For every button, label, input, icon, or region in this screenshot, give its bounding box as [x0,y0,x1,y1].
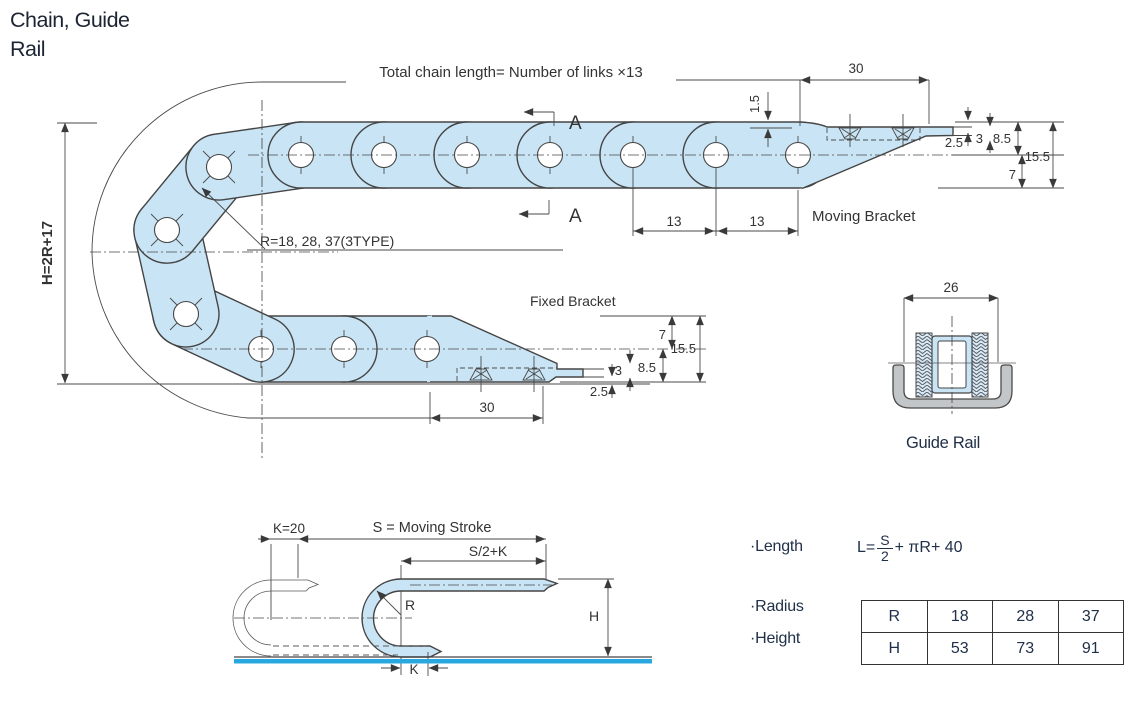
table-row: H 53 73 91 [861,632,1124,665]
bend-radius-label: R [405,597,415,613]
stroke-label: S = Moving Stroke [373,520,492,536]
length-label: ·Length [750,538,803,555]
moving-bracket [799,114,972,190]
section-marker-bottom [518,200,550,218]
radius-note-label: R=18, 28, 37(3TYPE) [260,233,394,249]
s2k-label: S/2+K [469,543,508,559]
radius-arrow [201,187,266,250]
radius-height-table: R 18 28 37 H 53 73 91 [861,600,1124,665]
page-title-line1: Chain, Guide [10,8,130,32]
total-length-label: Total chain length= Number of links ×13 [379,64,643,81]
page-title-line2: Rail [10,37,46,61]
svg-text:8.5: 8.5 [993,131,1011,146]
dim-30-top: 30 [799,61,930,126]
bolt-symbol [469,356,493,392]
section-label-bottom: A [569,206,582,227]
table-row: R 18 28 37 [861,600,1124,633]
formula-lhs: L= [857,539,876,556]
svg-text:30: 30 [479,400,494,415]
chain-side-wall-hatched [915,332,933,398]
moving-bracket-dims: 2.5 3 8.5 15.5 7 [938,107,1064,189]
section-marker-top [523,108,555,126]
guide-rail-section: 26 Guide Rail [888,280,1016,452]
table-cell: 73 [992,632,1059,665]
bolt-symbol [891,114,915,147]
k-dim-label: K [409,662,418,677]
svg-text:15.5: 15.5 [1025,149,1050,164]
svg-text:1.5: 1.5 [747,95,762,113]
table-cell: 37 [1057,600,1124,633]
bolt-symbol [838,114,862,147]
svg-text:2.5: 2.5 [945,135,963,150]
stroke-diagram: K=20 S = Moving Stroke S/2+K R [232,520,652,677]
table-cell: 28 [992,600,1059,633]
svg-text:13: 13 [749,214,764,229]
bolt-symbol [522,356,546,392]
dim-13-13: 13 13 [633,214,798,235]
formula-denominator: 2 [881,547,889,564]
svg-text:7: 7 [659,327,666,342]
svg-text:3: 3 [976,131,983,146]
formula-tail: + πR+ 40 [894,539,963,556]
radius-label: ·Radius [750,598,804,615]
svg-text:3: 3 [615,363,622,378]
height-equation-label: H=2R+17 [39,221,56,285]
dim-1-5: 1.5 [747,92,792,147]
dim-26: 26 [943,280,958,295]
table-cell: R [861,600,928,633]
table-cell: 53 [926,632,993,665]
svg-text:13: 13 [666,214,681,229]
fixed-bracket-dims: 7 15.5 8.5 3 2.5 30 [429,315,706,424]
table-cell: 91 [1057,632,1124,665]
section-label-top: A [569,113,582,134]
length-formula: L= S 2 + πR+ 40 [857,526,963,570]
page-title: Chain, Guide Rail [10,6,130,64]
guide-rail-label: Guide Rail [906,434,980,452]
rail-line [234,659,652,664]
table-cell: 18 [926,600,993,633]
chain-side-wall-hatched [971,332,989,398]
svg-text:2.5: 2.5 [590,384,608,399]
moving-bracket-label: Moving Bracket [812,208,916,225]
svg-text:15.5: 15.5 [671,341,696,356]
formula-numerator: S [877,532,893,549]
svg-text:8.5: 8.5 [638,360,656,375]
formula-fraction: S 2 [877,532,893,564]
fixed-bracket [427,315,604,392]
svg-text:30: 30 [848,61,863,76]
chain-profile-phantom [232,579,426,657]
u-channel [892,364,1013,409]
k20-label: K=20 [273,521,305,536]
height-label: ·Height [750,630,801,647]
svg-text:7: 7 [1009,167,1016,182]
h-dim-label: H [589,608,599,624]
fixed-bracket-label: Fixed Bracket [530,293,616,309]
main-chain-drawing: H=2R+17 [39,61,1064,460]
table-cell: H [861,632,928,665]
